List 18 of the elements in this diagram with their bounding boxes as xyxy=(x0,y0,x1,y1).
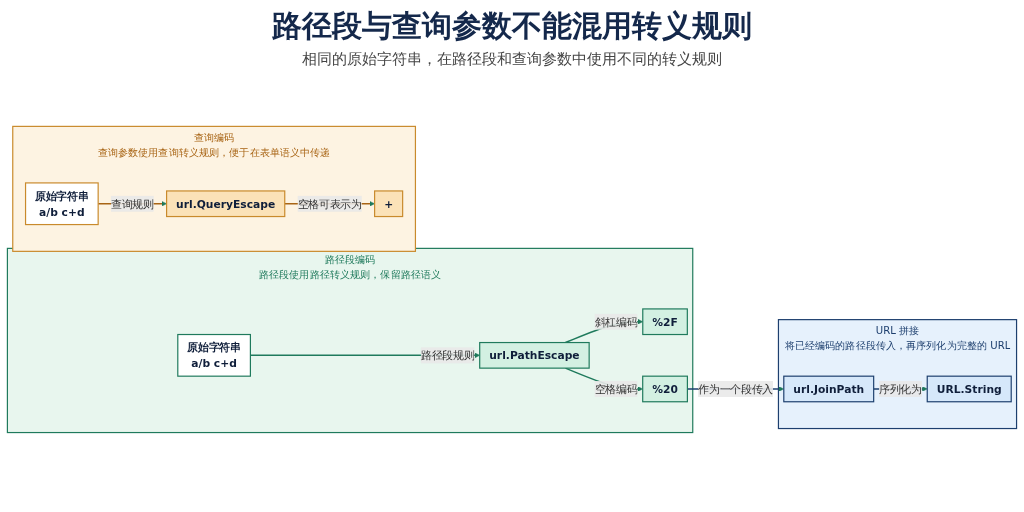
node-box: %2F xyxy=(642,307,688,335)
edge-label: 空格编码 xyxy=(594,382,638,395)
edge-label: 空格可表示为 xyxy=(297,197,362,210)
node-box: 原始字符串 a/b c+d xyxy=(24,181,99,225)
node-box: + xyxy=(374,189,404,217)
edge-label: 序列化为 xyxy=(879,382,922,395)
node-box: URL.String xyxy=(926,375,1012,402)
subtitle: 相同的原始字符串，在路径段和查询参数中使用不同的转义规则 xyxy=(302,50,722,69)
edge-label: 查询规则 xyxy=(110,197,154,210)
node-box: url.QueryEscape xyxy=(166,189,286,217)
node-box: %20 xyxy=(642,375,688,402)
edge-label: 路径段规则 xyxy=(420,348,475,362)
node-box: url.PathEscape xyxy=(479,341,590,369)
node-box: 原始字符串 a/b c+d xyxy=(177,333,251,377)
edge-label: 斜杠编码 xyxy=(594,315,638,328)
title: 路径段与查询参数不能混用转义规则 xyxy=(272,7,752,45)
node-box: url.JoinPath xyxy=(783,375,875,402)
edge-label: 作为一个段传入 xyxy=(698,382,774,395)
